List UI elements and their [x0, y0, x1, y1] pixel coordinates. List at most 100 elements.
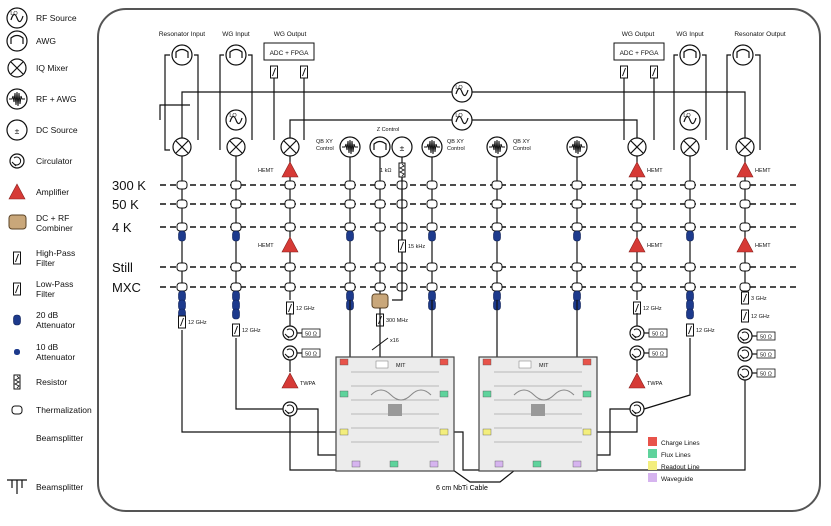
wg-input-awg-right [679, 44, 701, 66]
wire [159, 104, 190, 120]
wire [297, 408, 340, 456]
chip-pad [582, 390, 592, 398]
thermalization-block [684, 199, 696, 209]
hemt-label-right: HEMT [647, 168, 663, 174]
wire [194, 54, 199, 140]
thermalization-block [344, 199, 356, 209]
chip-pad [494, 460, 504, 468]
chip-logo-text: MIT [539, 363, 549, 369]
thermalization-block [571, 282, 583, 292]
thermalization-block [739, 222, 751, 232]
attenuator-20db [686, 230, 694, 242]
chip-pad [482, 428, 492, 436]
x16-label: x16 [390, 338, 399, 344]
filter-label: 12 GHz [296, 306, 315, 312]
thermalization-icon [11, 405, 23, 415]
chip-logo [518, 360, 532, 369]
thermalization-block [571, 180, 583, 190]
load-50ohm-label: 50 Ω [760, 372, 772, 378]
iq-mixer [680, 137, 700, 157]
key-label-3: Waveguide [661, 476, 694, 483]
circulator-right2 [737, 346, 753, 362]
iq-mixer [172, 137, 192, 157]
legend-rf-awg-label: RF + AWG [36, 94, 77, 104]
thermalization-block [284, 262, 296, 272]
thermalization-block [739, 180, 751, 190]
chip-qubit [388, 404, 402, 416]
iq-mixer-icon [7, 58, 27, 78]
chip-pad [582, 428, 592, 436]
thermalization-block [284, 222, 296, 232]
twpa-circulator [282, 401, 298, 417]
load-50ohm [756, 368, 776, 378]
legend-dc-rf-combiner-label: DC + RF [36, 213, 69, 223]
filter-label: 12 GHz [242, 328, 261, 334]
thermalization-block [571, 222, 583, 232]
attenuator-20db [686, 308, 694, 320]
iq-mixer [735, 137, 755, 157]
chip-pad [439, 390, 449, 398]
thermalization-block [230, 222, 242, 232]
thermalization-block [374, 262, 386, 272]
load-50ohm-label: 50 Ω [652, 352, 664, 358]
wire [181, 330, 340, 433]
chip-pad [429, 460, 439, 468]
chip-pad [351, 460, 361, 468]
att-20-icon [13, 314, 21, 326]
lowpass-12ghz [286, 301, 294, 315]
dc-source-glyph: ± [15, 126, 20, 136]
thermalization-block [374, 180, 386, 190]
thermalization-block [230, 262, 242, 272]
rf-awg-icon [6, 88, 28, 110]
lo-bus [472, 91, 746, 138]
chip-pad [572, 460, 582, 468]
circulator [282, 325, 298, 341]
adc-fpga-box [263, 42, 315, 61]
lo-glyph: LO [229, 113, 237, 119]
attenuator-20db [178, 299, 186, 311]
legend-circulator-label: Circulator [36, 156, 73, 166]
lo-glyph-shared-2: LO [455, 113, 463, 119]
adc-filter-right [620, 65, 628, 79]
z-control-awg [369, 136, 391, 158]
thermalization-block [230, 282, 242, 292]
wire [673, 54, 678, 150]
thermalization-block [426, 180, 438, 190]
thermalization-block [374, 222, 386, 232]
lowpass-12ghz [741, 309, 749, 323]
att-10-icon [14, 349, 20, 355]
thermalization-block [176, 222, 188, 232]
dc-source [391, 136, 413, 158]
stage-label-1: 50 K [112, 197, 139, 212]
legend-beamsplitter-label: Beamsplitter [36, 433, 83, 443]
thermalization-block [344, 282, 356, 292]
resistor-label: 1 kΩ [380, 168, 391, 174]
resonator-input-label: Resonator Input [159, 31, 205, 38]
adc-fpga-label: ADC + FPGA [270, 50, 309, 57]
load-50ohm [648, 328, 668, 338]
legend-high-pass-label: Filter [36, 258, 55, 268]
thermalization-block [491, 262, 503, 272]
legend-iq-mixer-label: IQ Mixer [36, 63, 68, 73]
thermalization-block [426, 199, 438, 209]
attenuator-20db [178, 230, 186, 242]
chip-pad [339, 390, 349, 398]
thermalization-block [684, 180, 696, 190]
circulator-icon [9, 153, 25, 169]
legend-att-10-label: Attenuator [36, 352, 75, 362]
thermalization-block [684, 262, 696, 272]
high-pass-icon [13, 251, 21, 265]
lowpass-300mhz-label: 300 MHz [386, 318, 408, 324]
attenuator-20db [493, 290, 501, 302]
adc-filter [300, 65, 308, 79]
low-pass-icon [13, 282, 21, 296]
attenuator-20db [346, 230, 354, 242]
wire [643, 338, 691, 410]
thermalization-block [491, 180, 503, 190]
thermalization-block [374, 199, 386, 209]
chip-pad [532, 460, 542, 468]
thermalization-block [631, 222, 643, 232]
wire [248, 54, 253, 140]
attenuator-20db [428, 290, 436, 302]
thermalization-block [230, 180, 242, 190]
